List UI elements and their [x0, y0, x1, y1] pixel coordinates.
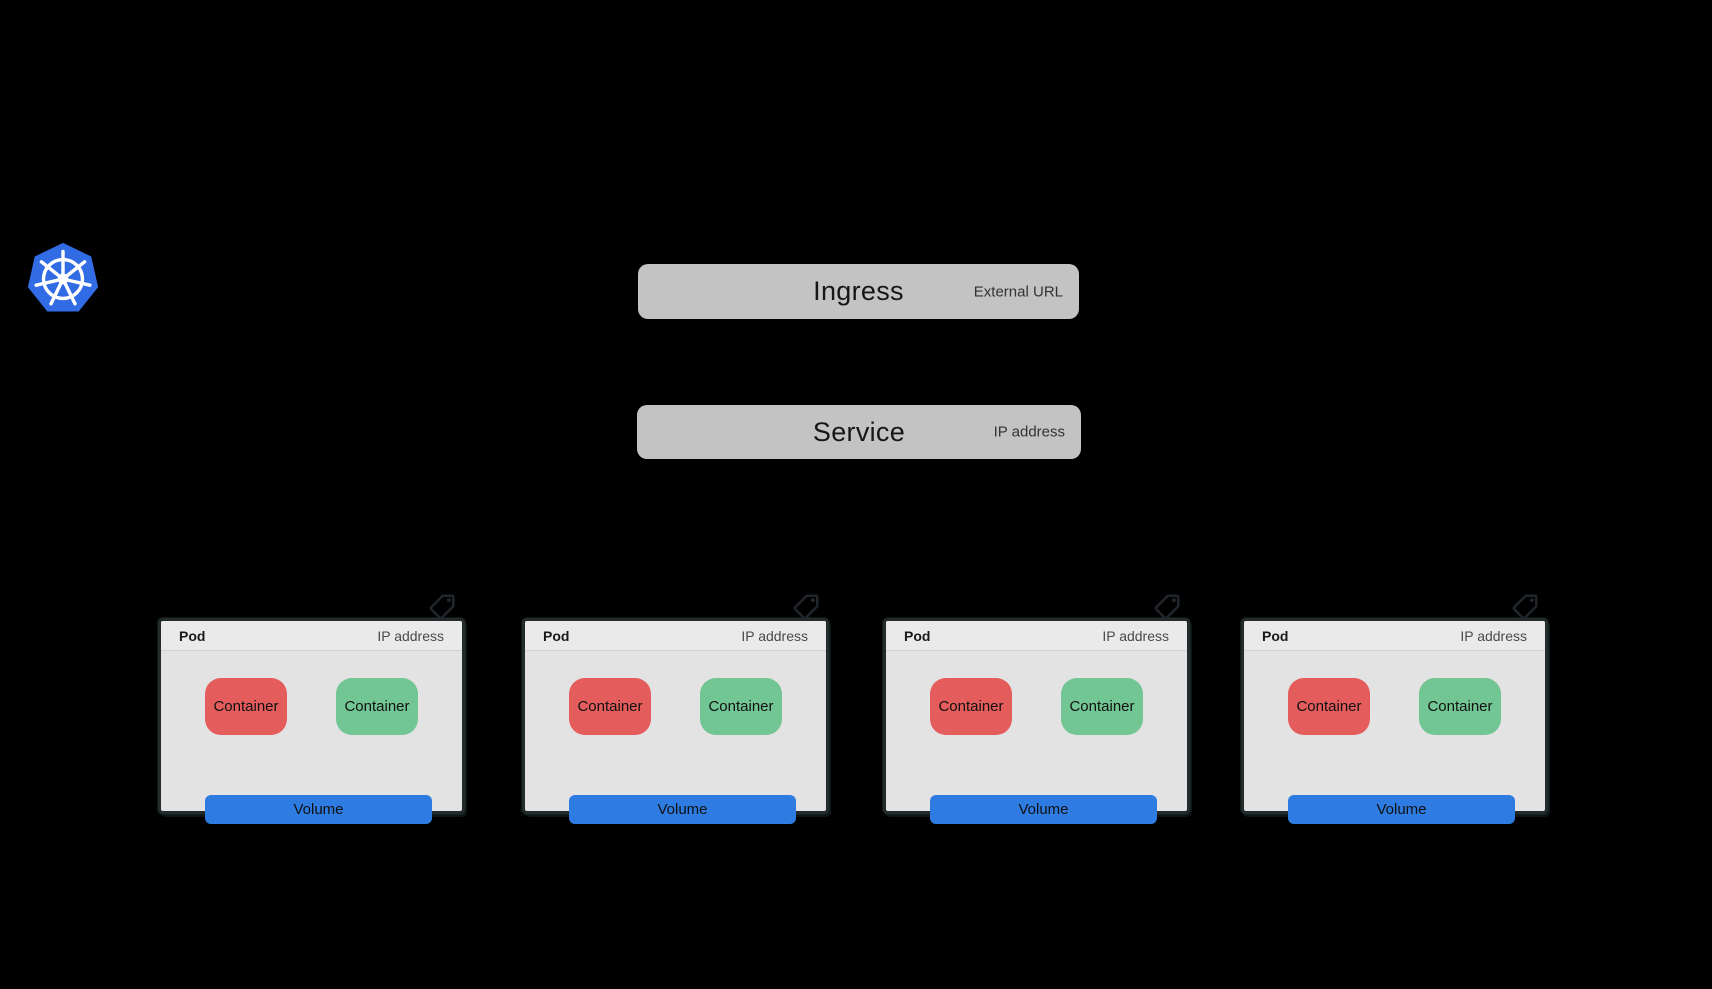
tag-icon	[791, 592, 821, 622]
container-node-red[interactable]: Container	[1288, 678, 1370, 735]
pod-card[interactable]: Pod IP address Container Container Volum…	[158, 594, 465, 824]
containers-row: Container Container	[161, 678, 462, 735]
container-node-green[interactable]: Container	[700, 678, 782, 735]
container-node-green[interactable]: Container	[1061, 678, 1143, 735]
pod-title: Pod	[904, 627, 931, 644]
volume-node[interactable]: Volume	[205, 795, 432, 824]
pod-card[interactable]: Pod IP address Container Container Volum…	[883, 594, 1190, 824]
pod-body: Container Container Volume	[886, 678, 1187, 838]
container-node-red[interactable]: Container	[205, 678, 287, 735]
container-node-green[interactable]: Container	[336, 678, 418, 735]
ingress-label: Ingress	[813, 276, 904, 306]
pod-card[interactable]: Pod IP address Container Container Volum…	[522, 594, 829, 824]
pod-header: Pod IP address	[886, 621, 1187, 651]
pod-header: Pod IP address	[1244, 621, 1545, 651]
pod-title: Pod	[1262, 627, 1289, 644]
volume-node[interactable]: Volume	[1288, 795, 1515, 824]
ingress-node[interactable]: Ingress External URL	[638, 264, 1079, 319]
tag-icon	[1152, 592, 1182, 622]
containers-row: Container Container	[886, 678, 1187, 735]
tag-icon	[1510, 592, 1540, 622]
pod-ip-label: IP address	[741, 627, 808, 644]
ingress-annotation: External URL	[973, 283, 1063, 300]
pod-body: Container Container Volume	[525, 678, 826, 838]
container-node-green[interactable]: Container	[1419, 678, 1501, 735]
pod-ip-label: IP address	[377, 627, 444, 644]
service-annotation: IP address	[993, 423, 1065, 441]
volume-node[interactable]: Volume	[930, 795, 1157, 824]
pod-ip-label: IP address	[1102, 627, 1169, 644]
container-node-red[interactable]: Container	[930, 678, 1012, 735]
containers-row: Container Container	[525, 678, 826, 735]
pod-ip-label: IP address	[1460, 627, 1527, 644]
pod-title: Pod	[179, 627, 206, 644]
tag-icon	[427, 592, 457, 622]
volume-node[interactable]: Volume	[569, 795, 796, 824]
service-label: Service	[812, 416, 906, 447]
container-node-red[interactable]: Container	[569, 678, 651, 735]
pod-card[interactable]: Pod IP address Container Container Volum…	[1241, 594, 1548, 824]
pod-body: Container Container Volume	[1244, 678, 1545, 838]
pod-header: Pod IP address	[525, 621, 826, 651]
containers-row: Container Container	[1244, 678, 1545, 735]
pod-title: Pod	[543, 627, 570, 644]
kubernetes-logo-icon	[25, 241, 101, 317]
service-node[interactable]: Service IP address	[637, 405, 1081, 459]
pod-body: Container Container Volume	[161, 678, 462, 838]
pod-header: Pod IP address	[161, 621, 462, 651]
